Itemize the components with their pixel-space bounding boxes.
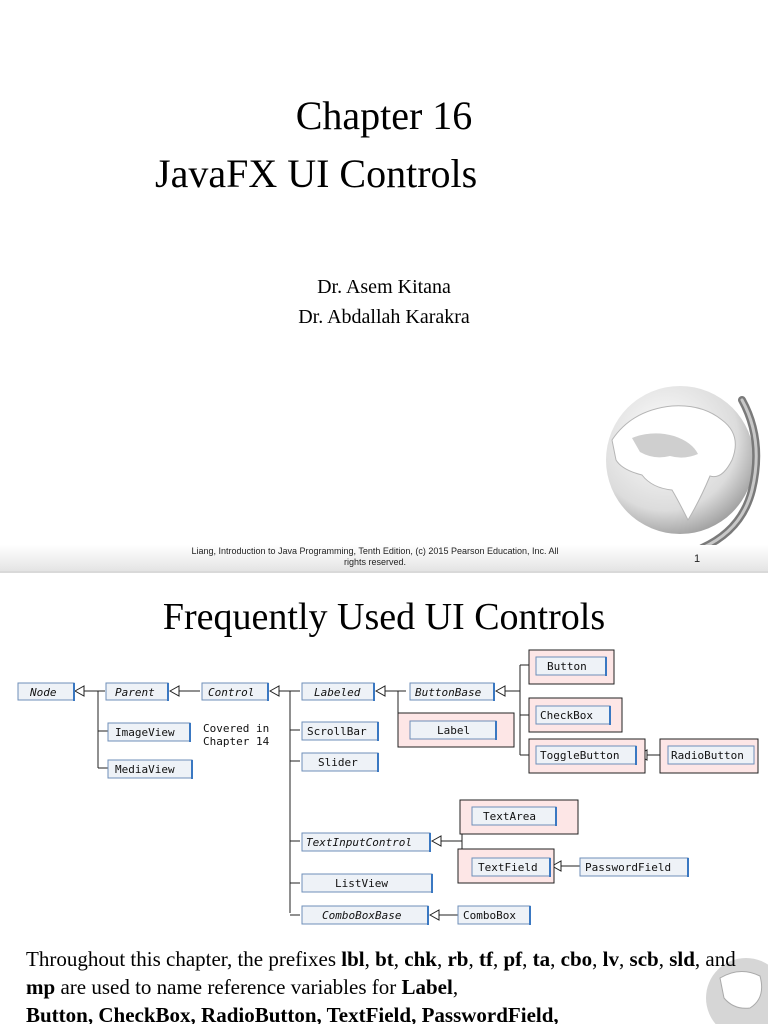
- class-labeled: Labeled: [301, 682, 375, 701]
- prefix-cbo: cbo: [560, 947, 593, 971]
- prefix-scb: scb: [629, 947, 659, 971]
- globe-icon: [606, 386, 761, 552]
- class-comboboxbase: ComboBoxBase: [301, 905, 429, 925]
- class-mediaview: MediaView: [107, 759, 193, 779]
- chapter-heading: Chapter 16: [295, 93, 473, 138]
- class-scrollbar-label: ScrollBar: [307, 725, 367, 738]
- class-imageview: ImageView: [107, 722, 191, 742]
- class-checkbox-label: CheckBox: [540, 709, 593, 722]
- class-node-label: Node: [29, 686, 57, 699]
- slide-divider: [0, 571, 768, 574]
- author-1: Dr. Asem Kitana: [317, 276, 451, 298]
- class-name-label: Label: [401, 975, 453, 999]
- class-textarea: TextArea: [471, 806, 557, 826]
- class-hierarchy-diagram: Node Parent Control Labeled ButtonBase: [17, 649, 759, 925]
- para-class-list: Button, CheckBox, RadioButton, TextField…: [26, 1003, 559, 1024]
- class-button-label: Button: [547, 660, 587, 673]
- prefix-pf: pf: [503, 947, 523, 971]
- class-togglebutton: ToggleButton: [535, 745, 637, 765]
- content-slide: Frequently Used UI Controls: [0, 573, 768, 1024]
- prefix-mp: mp: [26, 975, 56, 999]
- prefix-lbl: lbl: [341, 947, 365, 971]
- prefix-rb: rb: [447, 947, 469, 971]
- class-listview: ListView: [301, 873, 433, 893]
- class-combobox-label: ComboBox: [463, 909, 516, 922]
- prefix-bt: bt: [375, 947, 394, 971]
- slide-title: Frequently Used UI Controls: [162, 596, 606, 638]
- class-parent-label: Parent: [115, 686, 155, 699]
- class-radiobutton-label: RadioButton: [671, 749, 744, 762]
- class-buttonbase: ButtonBase: [409, 682, 495, 701]
- class-listview-label: ListView: [335, 877, 388, 890]
- class-buttonbase-label: ButtonBase: [415, 686, 482, 699]
- page-number: 1: [694, 553, 701, 565]
- class-slider-label: Slider: [318, 756, 358, 769]
- class-radiobutton: RadioButton: [667, 745, 755, 765]
- footer-band: [0, 545, 768, 571]
- class-label-label: Label: [437, 724, 470, 737]
- class-mediaview-label: MediaView: [115, 763, 175, 776]
- class-scrollbar: ScrollBar: [301, 721, 379, 741]
- class-control: Control: [201, 682, 269, 701]
- body-paragraph: Throughout this chapter, the prefixes lb…: [26, 945, 736, 1024]
- class-comboboxbase-label: ComboBoxBase: [322, 909, 402, 922]
- para-text: Throughout this chapter, the prefixes: [26, 947, 342, 971]
- class-checkbox: CheckBox: [535, 705, 611, 725]
- class-node: Node: [17, 682, 75, 701]
- footer-line-2: rights reserved.: [343, 557, 407, 567]
- class-textinputcontrol-label: TextInputControl: [306, 836, 412, 849]
- class-combobox: ComboBox: [457, 905, 531, 925]
- prefix-sld: sld: [669, 947, 695, 971]
- class-labeled-label: Labeled: [314, 686, 361, 699]
- title-slide: Chapter 16 JavaFX UI Controls Dr. Asem K…: [0, 93, 768, 571]
- class-passwordfield: PasswordField: [579, 857, 689, 877]
- class-button: Button: [535, 656, 607, 676]
- class-slider: Slider: [301, 752, 379, 772]
- class-textfield-label: TextField: [478, 861, 538, 874]
- footer-line-1: Liang, Introduction to Java Programming,…: [191, 546, 559, 556]
- covered-note-line-2: Chapter 14: [203, 735, 270, 748]
- class-textinputcontrol: TextInputControl: [301, 832, 431, 852]
- prefix-chk: chk: [404, 947, 437, 971]
- class-passwordfield-label: PasswordField: [585, 861, 671, 874]
- class-parent: Parent: [105, 682, 169, 701]
- prefix-ta: ta: [532, 947, 551, 971]
- prefix-tf: tf: [478, 947, 493, 971]
- author-2: Dr. Abdallah Karakra: [298, 306, 470, 328]
- class-togglebutton-label: ToggleButton: [540, 749, 619, 762]
- prefix-lv: lv: [602, 947, 620, 971]
- class-textarea-label: TextArea: [483, 810, 536, 823]
- class-textfield: TextField: [471, 857, 551, 877]
- covered-note-line-1: Covered in: [203, 722, 269, 735]
- class-imageview-label: ImageView: [115, 726, 175, 739]
- slide-title: JavaFX UI Controls: [155, 151, 478, 196]
- footer-copyright: Liang, Introduction to Java Programming,…: [150, 546, 600, 568]
- class-label: Label: [409, 720, 497, 740]
- class-control-label: Control: [208, 686, 254, 699]
- globe-icon: [706, 958, 768, 1024]
